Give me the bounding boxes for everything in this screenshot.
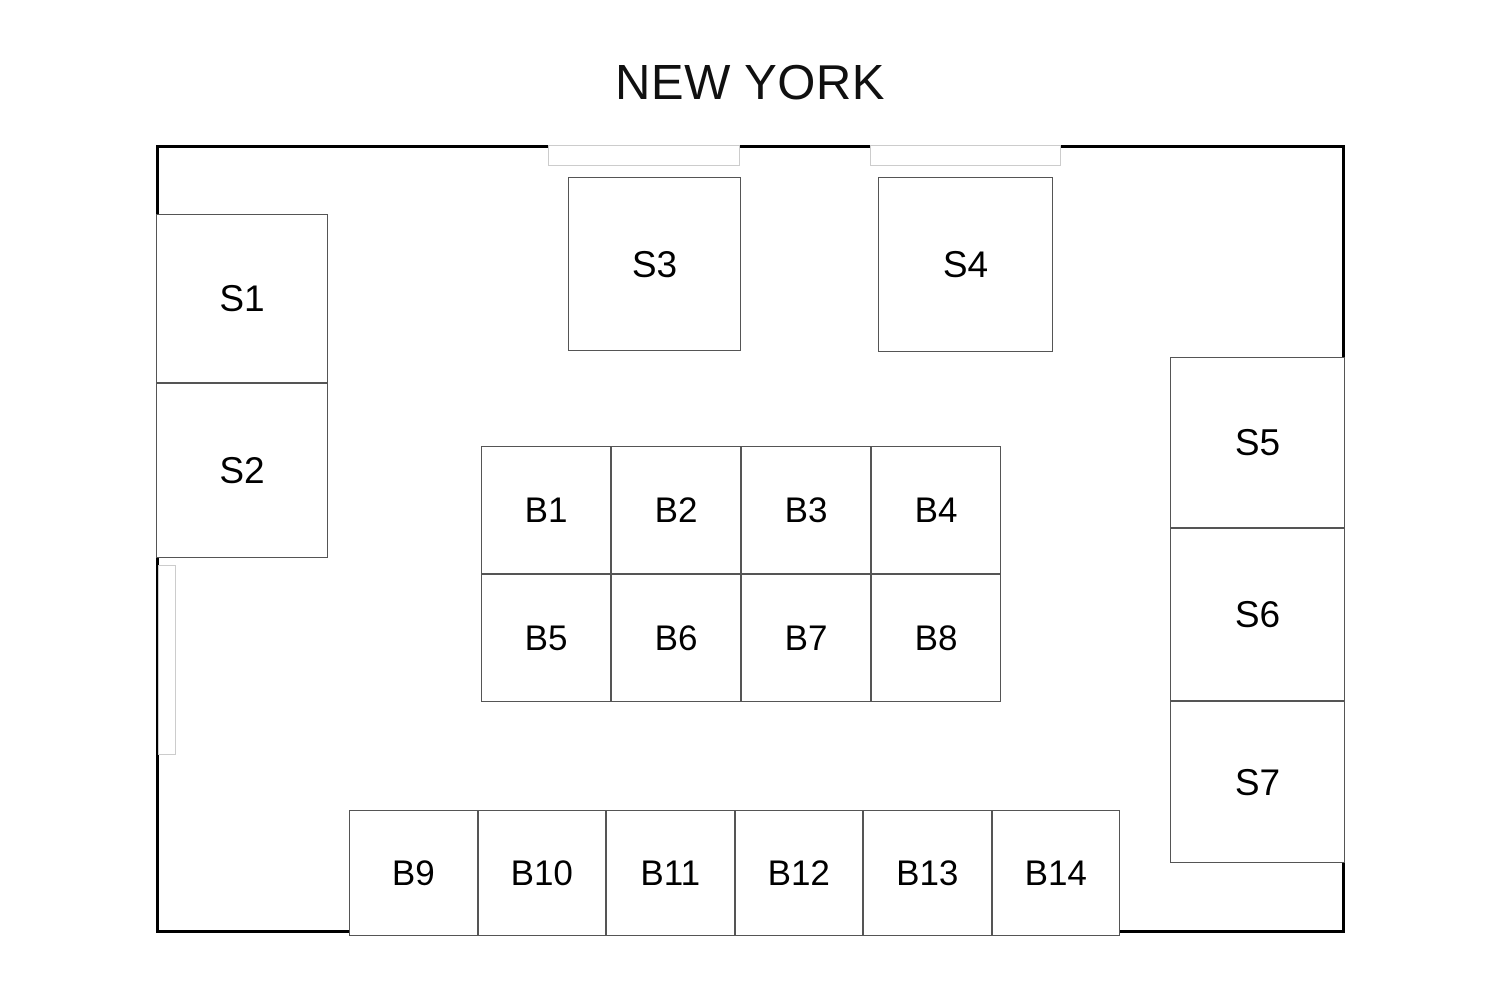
booth-b7[interactable]: B7 bbox=[741, 574, 871, 702]
unit-label: S6 bbox=[1234, 594, 1281, 635]
stand-s3[interactable]: S3 bbox=[568, 177, 741, 351]
fixture-left bbox=[158, 565, 176, 755]
booth-b1[interactable]: B1 bbox=[481, 446, 611, 574]
unit-label: B14 bbox=[1024, 853, 1087, 893]
booth-b4[interactable]: B4 bbox=[871, 446, 1001, 574]
unit-label: B2 bbox=[654, 490, 698, 530]
booth-b2[interactable]: B2 bbox=[611, 446, 741, 574]
booth-b3[interactable]: B3 bbox=[741, 446, 871, 574]
unit-label: S5 bbox=[1234, 422, 1281, 463]
fixture-top-right bbox=[870, 145, 1061, 166]
booth-b8[interactable]: B8 bbox=[871, 574, 1001, 702]
stand-s4[interactable]: S4 bbox=[878, 177, 1053, 352]
unit-label: B4 bbox=[914, 490, 958, 530]
stand-s5[interactable]: S5 bbox=[1170, 357, 1345, 528]
unit-label: B6 bbox=[654, 618, 698, 658]
unit-label: B7 bbox=[784, 618, 828, 658]
booth-b12[interactable]: B12 bbox=[734, 810, 863, 936]
unit-label: B8 bbox=[914, 618, 958, 658]
unit-label: S1 bbox=[219, 278, 265, 319]
unit-label: B5 bbox=[524, 618, 568, 658]
unit-label: B9 bbox=[391, 853, 435, 893]
booth-b14[interactable]: B14 bbox=[991, 810, 1120, 936]
booth-b9[interactable]: B9 bbox=[349, 810, 478, 936]
booth-b10[interactable]: B10 bbox=[477, 810, 606, 936]
page-title: NEW YORK bbox=[615, 56, 885, 110]
booth-b11[interactable]: B11 bbox=[606, 810, 735, 936]
stand-s6[interactable]: S6 bbox=[1170, 528, 1345, 701]
stand-s1[interactable]: S1 bbox=[156, 214, 328, 383]
unit-label: B10 bbox=[510, 853, 573, 893]
unit-label: S4 bbox=[942, 244, 989, 285]
unit-label: B12 bbox=[767, 853, 830, 893]
fixture-top-left bbox=[548, 145, 740, 166]
stand-s2[interactable]: S2 bbox=[156, 383, 328, 558]
booth-b13[interactable]: B13 bbox=[863, 810, 992, 936]
unit-label: S3 bbox=[631, 243, 678, 285]
unit-label: S2 bbox=[219, 450, 265, 491]
booth-b6[interactable]: B6 bbox=[611, 574, 741, 702]
unit-label: B3 bbox=[784, 490, 828, 530]
booth-b5[interactable]: B5 bbox=[481, 574, 611, 702]
unit-label: B13 bbox=[896, 853, 959, 893]
unit-label: B1 bbox=[524, 490, 568, 530]
unit-label: B11 bbox=[640, 853, 701, 893]
stand-s7[interactable]: S7 bbox=[1170, 701, 1345, 863]
unit-label: S7 bbox=[1234, 761, 1281, 803]
